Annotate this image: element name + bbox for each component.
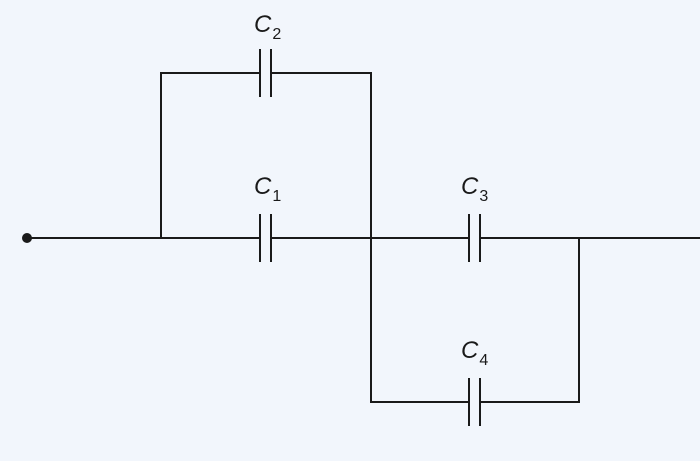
label-c2: C2 — [254, 11, 281, 43]
capacitor-c1 — [259, 214, 272, 262]
label-c3: C3 — [461, 173, 488, 205]
top-branch-wire — [160, 72, 372, 238]
bottom-branch-wire — [370, 238, 580, 403]
capacitor-c4 — [468, 378, 481, 426]
input-terminal — [22, 233, 32, 243]
label-c4: C4 — [461, 337, 488, 369]
label-c1: C1 — [254, 173, 281, 205]
capacitor-c2 — [259, 49, 272, 97]
capacitor-c3 — [468, 214, 481, 262]
